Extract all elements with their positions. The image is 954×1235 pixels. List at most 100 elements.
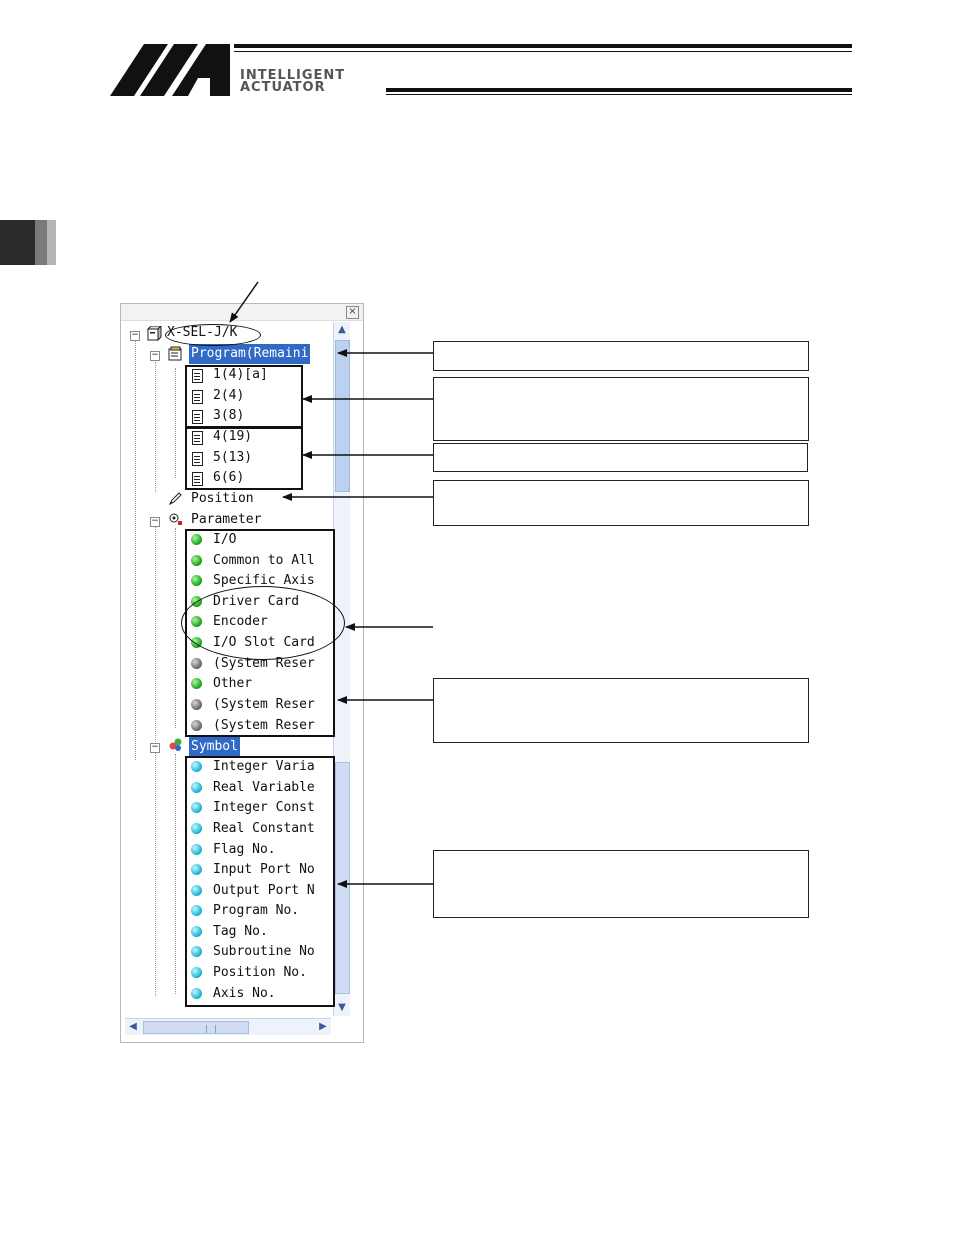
parameter-item[interactable]: (System Reser [213, 716, 333, 736]
symbol-item[interactable]: Program No. [213, 901, 333, 921]
chapter-tab-shade [35, 220, 47, 265]
ia-logo-mark [110, 44, 230, 96]
collapse-icon[interactable]: − [150, 350, 160, 361]
program-file-icon [192, 452, 203, 466]
symbol-item[interactable]: Real Variable [213, 778, 333, 798]
scroll-right-icon[interactable]: ▶ [319, 1021, 327, 1032]
scroll-track-highlight [335, 762, 350, 994]
logo-line-1: INTELLIGENT [240, 68, 346, 83]
symbol-item[interactable]: Real Constant [213, 819, 333, 839]
symbol-item-label: Integer Varia [213, 759, 315, 774]
tree-connector [155, 362, 156, 492]
tree-connector [135, 340, 136, 760]
program-item-label: 3(8) [213, 408, 245, 423]
status-gray-icon [191, 720, 202, 731]
tree-item-symbol[interactable]: Symbol [189, 737, 240, 757]
program-folder-icon [168, 346, 182, 361]
symbol-item-label: Integer Const [213, 800, 315, 815]
symbol-node-label: Symbol [189, 737, 240, 757]
status-gray-icon [191, 658, 202, 669]
program-file-icon [192, 431, 203, 445]
program-item[interactable]: 1(4)[a] [213, 365, 268, 385]
annotation-box [433, 850, 809, 918]
pencil-icon [168, 492, 182, 506]
parameter-item-label: Common to All [213, 553, 315, 568]
parameter-icon [169, 513, 182, 525]
symbol-item[interactable]: Position No. [213, 963, 333, 983]
logo-line-2: ACTUATOR [240, 80, 326, 95]
parameter-item-label: Other [213, 676, 253, 691]
tree-item-parameter[interactable]: Parameter [191, 510, 261, 530]
parameter-item-label: Specific Axis [213, 573, 315, 588]
parameter-item[interactable]: Specific Axis [213, 571, 333, 591]
scroll-thumb[interactable] [143, 1021, 249, 1034]
annotation-box [433, 377, 809, 441]
tree-item-program[interactable]: Program(Remaini [189, 344, 333, 364]
tree-connector [175, 368, 176, 478]
symbol-item[interactable]: Input Port No [213, 860, 333, 880]
annotation-box [433, 443, 808, 472]
parameter-item[interactable]: Common to All [213, 551, 333, 571]
parameter-node-label: Parameter [191, 512, 262, 527]
collapse-icon[interactable]: − [150, 742, 160, 753]
status-cyan-icon [191, 782, 202, 793]
symbol-item[interactable]: Axis No. [213, 984, 333, 1004]
program-item[interactable]: 3(8) [213, 406, 244, 426]
scroll-thumb[interactable] [335, 340, 350, 492]
symbol-item[interactable]: Subroutine No [213, 942, 333, 962]
tree-connector [175, 528, 176, 728]
program-file-icon [192, 410, 203, 424]
status-cyan-icon [191, 926, 202, 937]
status-green-icon [191, 575, 202, 586]
grip-icon [206, 1025, 216, 1033]
vertical-scrollbar[interactable]: ▲ ▼ [333, 322, 350, 1016]
horizontal-scrollbar[interactable]: ◀ ▶ [125, 1018, 331, 1035]
annotation-box [433, 678, 809, 743]
program-item[interactable]: 6(6) [213, 468, 244, 488]
scroll-down-icon[interactable]: ▼ [338, 1002, 346, 1013]
program-item[interactable]: 2(4) [213, 386, 244, 406]
status-cyan-icon [191, 988, 202, 999]
symbol-item[interactable]: Tag No. [213, 922, 333, 942]
program-item-label: 1(4)[a] [213, 367, 268, 382]
company-name: INTELLIGENT ACTUATOR [240, 68, 346, 95]
status-green-icon [191, 678, 202, 689]
collapse-icon[interactable]: − [150, 516, 160, 527]
collapse-icon[interactable]: − [130, 330, 140, 341]
parameter-item[interactable]: (System Reser [213, 695, 333, 715]
parameter-item[interactable]: Other [213, 674, 333, 694]
symbol-item[interactable]: Flag No. [213, 840, 333, 860]
parameter-item[interactable]: (System Reser [213, 654, 333, 674]
position-node-label: Position [191, 491, 254, 506]
symbol-item[interactable]: Output Port N [213, 881, 333, 901]
symbol-item-label: Real Constant [213, 821, 315, 836]
status-cyan-icon [191, 967, 202, 978]
symbol-item-label: Tag No. [213, 924, 268, 939]
symbol-item[interactable]: Integer Const [213, 798, 333, 818]
symbol-item-label: Real Variable [213, 780, 315, 795]
program-item[interactable]: 5(13) [213, 448, 252, 468]
parameter-item-label: (System Reser [213, 697, 315, 712]
status-gray-icon [191, 699, 202, 710]
tree-titlebar: × [121, 304, 363, 321]
callout-ellipse-cards [181, 586, 345, 660]
symbol-item-label: Program No. [213, 903, 300, 918]
symbol-icon [169, 738, 182, 751]
symbol-item[interactable]: Integer Varia [213, 757, 333, 777]
tree-view-window: × − X-SEL-J/K − Program(Remaini 1(4)[a] … [120, 303, 364, 1043]
tree-connector [155, 526, 156, 996]
scroll-up-icon[interactable]: ▲ [338, 324, 346, 335]
scroll-left-icon[interactable]: ◀ [129, 1021, 137, 1032]
parameter-item[interactable]: I/O [213, 530, 236, 550]
symbol-item-label: Subroutine No [213, 944, 315, 959]
tree-item-position[interactable]: Position [191, 489, 254, 509]
close-icon[interactable]: × [346, 306, 359, 319]
program-file-icon [192, 390, 203, 404]
program-item-label: 5(13) [213, 450, 253, 465]
status-cyan-icon [191, 761, 202, 772]
callout-ellipse-root [165, 324, 261, 346]
program-item[interactable]: 4(19) [213, 427, 252, 447]
status-cyan-icon [191, 864, 202, 875]
arrow-root [229, 281, 259, 323]
